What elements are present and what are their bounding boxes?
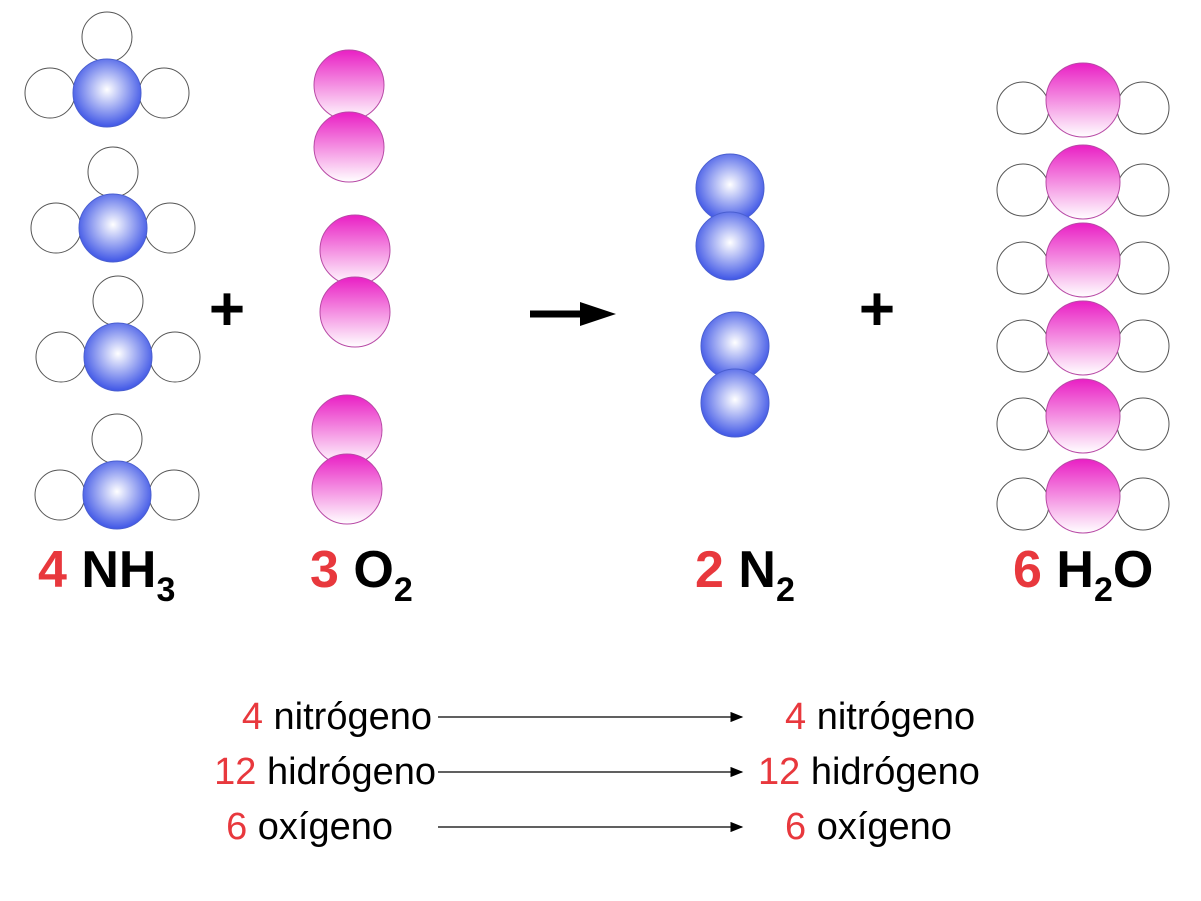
oxygen-atom: [319, 276, 391, 348]
balance-right-name-3: oxígeno: [816, 806, 952, 848]
symbol-nh3: NH: [81, 541, 157, 599]
h2o-molecule: [996, 144, 1170, 220]
balance-left-2: 12 hidrógeno: [16, 750, 436, 794]
balance-left-name-1: nitrógeno: [273, 696, 432, 738]
n2-molecule: [695, 153, 765, 281]
h2o-molecule: [996, 222, 1170, 298]
balance-left-count-1: 4: [241, 696, 263, 738]
nh3-molecule: [24, 11, 190, 128]
oxygen-atom: [1045, 222, 1121, 298]
nh3-molecule: [30, 146, 196, 263]
balance-left-name-3: oxígeno: [257, 806, 393, 848]
n2-molecule: [700, 311, 770, 438]
h2o-molecule: [996, 300, 1170, 376]
symbol-h: H: [1056, 541, 1094, 599]
hydrogen-atom: [1116, 477, 1170, 531]
nitrogen-atom: [82, 460, 152, 530]
balance-right-count-2: 12: [758, 751, 801, 793]
hydrogen-atom: [91, 413, 143, 465]
nh3-molecule: [34, 413, 200, 530]
balance-right-count-3: 6: [785, 806, 807, 848]
balance-left-3: 6 oxígeno: [0, 805, 393, 849]
hydrogen-atom: [1116, 81, 1170, 135]
hydrogen-atom: [996, 81, 1050, 135]
oxygen-atom: [1045, 144, 1121, 220]
hydrogen-atom: [81, 11, 133, 63]
hydrogen-atom: [87, 146, 139, 198]
hydrogen-atom: [148, 469, 200, 521]
oxygen-atom: [1045, 300, 1121, 376]
plus-sign-2: +: [859, 275, 895, 344]
hydrogen-atom: [92, 275, 144, 327]
hydrogen-atom: [996, 163, 1050, 217]
symbol-o: O: [1112, 541, 1154, 599]
nh3-molecule: [35, 275, 201, 392]
hydrogen-atom: [34, 469, 86, 521]
molecules-layer: [24, 11, 1170, 534]
hydrogen-atom: [149, 331, 201, 383]
balance-arrows: [438, 711, 744, 833]
o2-molecule: [319, 214, 391, 348]
subscript-nh3: 3: [156, 571, 176, 609]
hydrogen-atom: [144, 202, 196, 254]
reaction-arrow: [530, 302, 616, 326]
nitrogen-atom: [72, 58, 142, 128]
h2o-molecule: [996, 378, 1170, 454]
symbol-o2: O: [353, 541, 394, 599]
balance-right-2: 12 hidrógeno: [758, 750, 980, 794]
nitrogen-atom: [83, 322, 153, 392]
nitrogen-atom: [78, 193, 148, 263]
oxygen-atom: [313, 111, 385, 183]
hydrogen-atom: [996, 241, 1050, 295]
hydrogen-atom: [1116, 319, 1170, 373]
balance-right-3: 6 oxígeno: [785, 805, 952, 849]
subscript-n2: 2: [775, 571, 795, 609]
coef-h2o: 6: [1013, 541, 1042, 599]
formula-n2: 2 N2: [695, 540, 795, 607]
oxygen-atom: [311, 453, 383, 525]
o2-molecule: [313, 49, 385, 183]
balance-right-count-1: 4: [785, 696, 807, 738]
hydrogen-atom: [24, 67, 76, 119]
oxygen-atom: [1045, 458, 1121, 534]
formula-nh3: 4 NH3: [38, 540, 175, 607]
hydrogen-atom: [996, 319, 1050, 373]
oxygen-atom: [1045, 378, 1121, 454]
subscript-o2: 2: [393, 571, 413, 609]
balance-left-name-2: hidrógeno: [266, 751, 436, 793]
nitrogen-atom: [700, 368, 770, 438]
symbol-n2: N: [738, 541, 776, 599]
nitrogen-atom: [695, 211, 765, 281]
hydrogen-atom: [30, 202, 82, 254]
coef-o2: 3: [310, 541, 339, 599]
o2-molecule: [311, 394, 383, 525]
h2o-molecule: [996, 62, 1170, 138]
hydrogen-atom: [1116, 397, 1170, 451]
oxygen-atom: [1045, 62, 1121, 138]
hydrogen-atom: [138, 67, 190, 119]
hydrogen-atom: [996, 397, 1050, 451]
subscript-h2o: 2: [1093, 571, 1113, 609]
coef-nh3: 4: [38, 541, 67, 599]
balance-right-name-2: hidrógeno: [810, 751, 980, 793]
balance-left-count-3: 6: [226, 806, 248, 848]
formula-h2o: 6 H2O: [1013, 540, 1154, 607]
formula-o2: 3 O2: [310, 540, 413, 607]
hydrogen-atom: [1116, 163, 1170, 217]
oxygen-atom: [313, 49, 385, 121]
balance-left-1: 4 nitrógeno: [12, 695, 432, 739]
hydrogen-atom: [1116, 241, 1170, 295]
h2o-molecule: [996, 458, 1170, 534]
balance-right-name-1: nitrógeno: [816, 696, 976, 738]
oxygen-atom: [319, 214, 391, 286]
balance-left-count-2: 12: [214, 751, 257, 793]
plus-sign-1: +: [209, 275, 245, 344]
balance-right-1: 4 nitrógeno: [785, 695, 975, 739]
hydrogen-atom: [996, 477, 1050, 531]
coef-n2: 2: [695, 541, 724, 599]
hydrogen-atom: [35, 331, 87, 383]
